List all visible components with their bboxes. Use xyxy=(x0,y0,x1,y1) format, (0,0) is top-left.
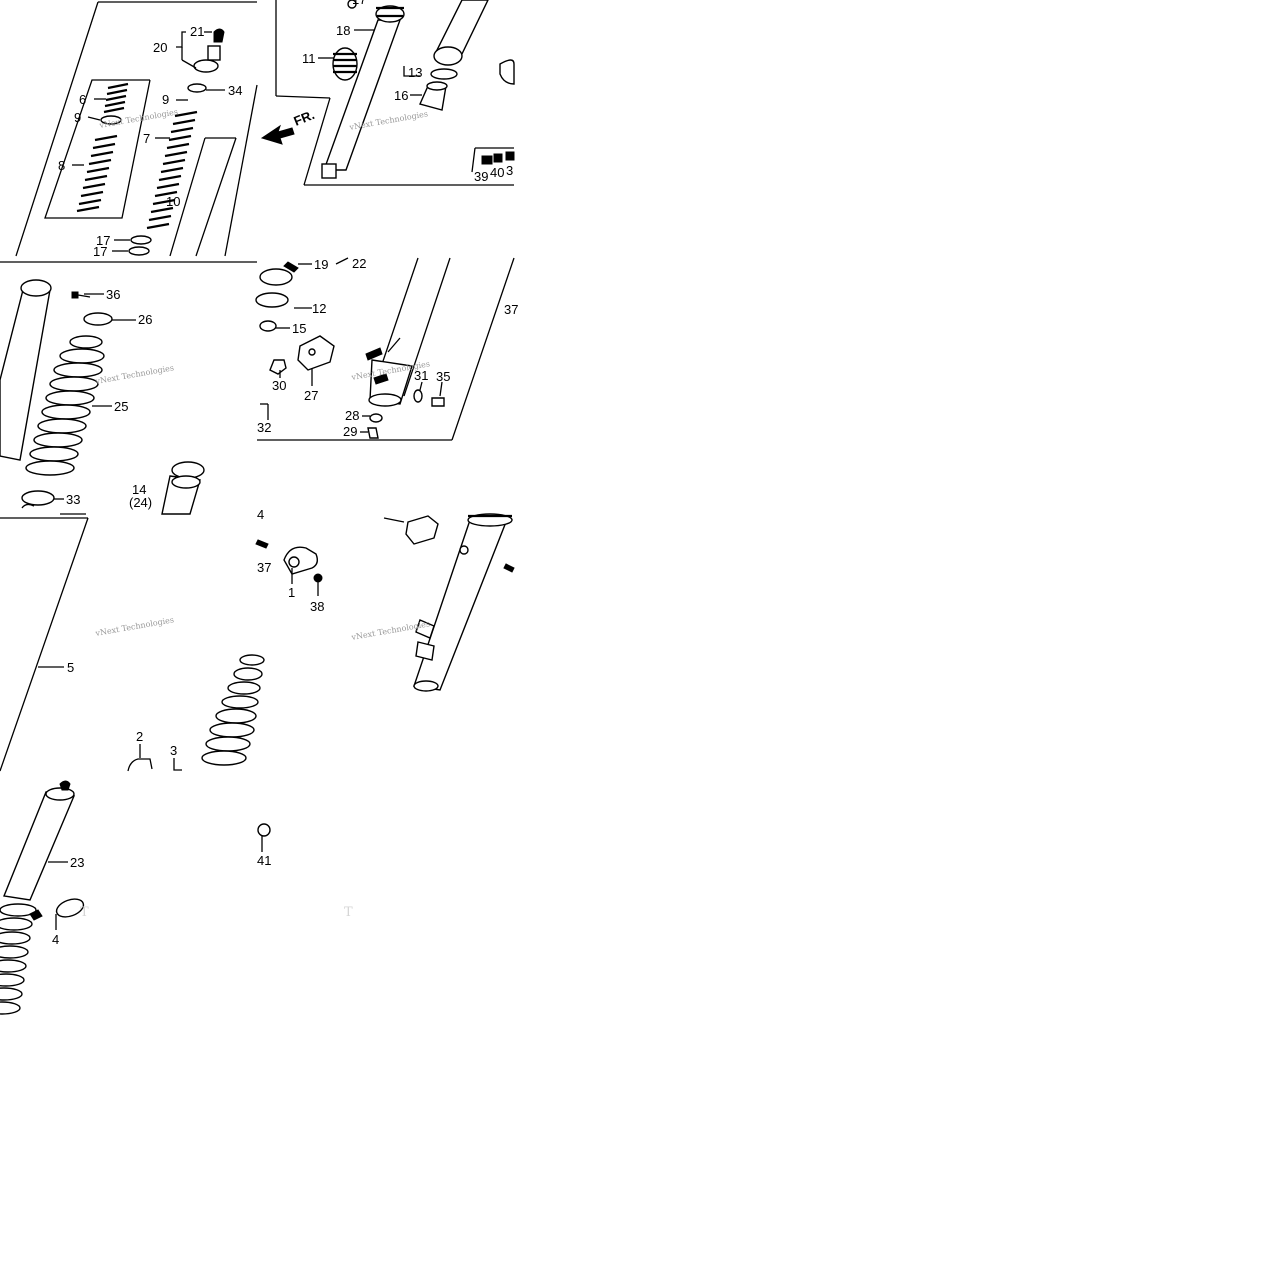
label-33: 33 xyxy=(66,492,80,507)
tile-boot-assembly: 36 26 25 33 14 (24) vNext Technologies xyxy=(0,261,257,515)
label-9b: 9 xyxy=(74,110,81,125)
label-27: 27 xyxy=(304,388,318,403)
tile-bottom-case: 19 22 12 15 30 27 31 35 28 29 32 37 vNex… xyxy=(255,256,518,441)
label-15: 15 xyxy=(292,321,306,336)
label-22: 22 xyxy=(352,256,366,271)
watermark-3: vNext Technologies xyxy=(94,363,175,386)
spring-6 xyxy=(103,82,129,114)
tile-fork-tube: 18 17 11 13 16 39 40 3 vNext Technologie… xyxy=(275,0,515,186)
label-13: 13 xyxy=(408,65,422,80)
label-25: 25 xyxy=(114,399,128,414)
label-37b: 37 xyxy=(257,560,271,575)
label-36: 36 xyxy=(106,287,120,302)
label-26: 26 xyxy=(138,312,152,327)
label-39: 39 xyxy=(474,169,488,184)
label-4: 4 xyxy=(52,932,59,947)
dust-boot-25 xyxy=(25,335,105,476)
tile-lower-leg: 4 37 1 38 vNext Technologies xyxy=(255,507,515,692)
spring-7 xyxy=(146,110,198,230)
label-17b: 17 xyxy=(96,233,110,248)
label-3: 3 xyxy=(506,163,513,178)
label-10: 10 xyxy=(166,194,180,209)
label-1: 1 xyxy=(288,585,295,600)
fork-boot-lower xyxy=(0,903,37,1015)
label-20: 20 xyxy=(153,40,167,55)
label-41: 41 xyxy=(257,853,271,868)
label-6: 6 xyxy=(79,92,86,107)
label-2: 2 xyxy=(136,729,143,744)
tile-bolt: 41 T xyxy=(257,823,353,920)
dust-boot-right xyxy=(201,654,265,766)
label-19: 19 xyxy=(314,257,328,272)
label-12: 12 xyxy=(312,301,326,316)
label-34: 34 xyxy=(228,83,242,98)
watermark-fragment-8: T xyxy=(344,905,353,920)
label-30: 30 xyxy=(272,378,286,393)
label-8: 8 xyxy=(58,158,65,173)
label-16: 16 xyxy=(394,88,408,103)
watermark-5: vNext Technologies xyxy=(94,615,175,638)
label-7: 7 xyxy=(143,131,150,146)
label-37: 37 xyxy=(504,302,518,317)
label-31: 31 xyxy=(414,368,428,383)
label-29: 29 xyxy=(343,424,357,439)
label-38: 38 xyxy=(310,599,324,614)
spring-8 xyxy=(76,134,118,213)
label-18: 18 xyxy=(336,23,350,38)
label-23: 23 xyxy=(70,855,84,870)
label-35: 35 xyxy=(436,369,450,384)
tile-fork-leg: 5 2 3 vNext Technologies xyxy=(0,513,265,772)
label-5: 5 xyxy=(67,660,74,675)
label-40: 40 xyxy=(490,165,504,180)
label-4b: 4 xyxy=(257,507,264,522)
label-21: 21 xyxy=(190,24,204,39)
label-11: 11 xyxy=(302,51,316,66)
label-24: (24) xyxy=(129,495,152,510)
label-9a: 9 xyxy=(162,92,169,107)
label-32: 32 xyxy=(257,420,271,435)
label-28: 28 xyxy=(345,408,359,423)
watermark-fragment-7: T xyxy=(80,905,89,920)
label-17c: 17 xyxy=(93,244,107,259)
label-3b: 3 xyxy=(170,743,177,758)
tile-spring-assembly: FR. 21 20 34 9 6 9 7 8 10 17 17 vNext Te… xyxy=(15,1,317,259)
label-17a: 17 xyxy=(352,0,366,7)
tile-fork-assembly: 23 4 T xyxy=(0,780,89,1015)
direction-marker: FR. xyxy=(292,107,317,129)
label-14: 14 xyxy=(132,482,146,497)
